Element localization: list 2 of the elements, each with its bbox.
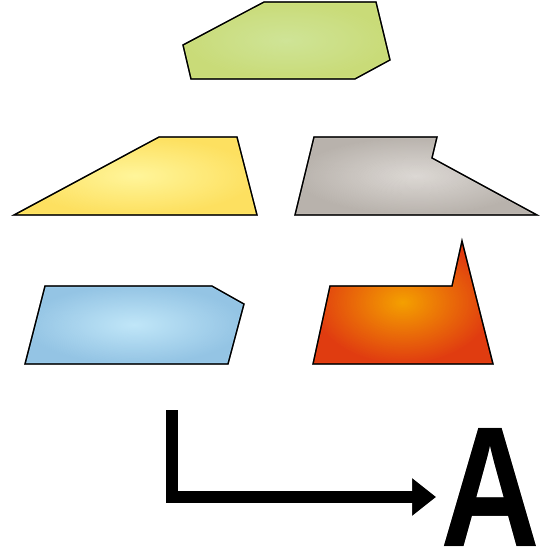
puzzle-piece	[182, 1, 391, 80]
letter: A	[444, 428, 536, 546]
